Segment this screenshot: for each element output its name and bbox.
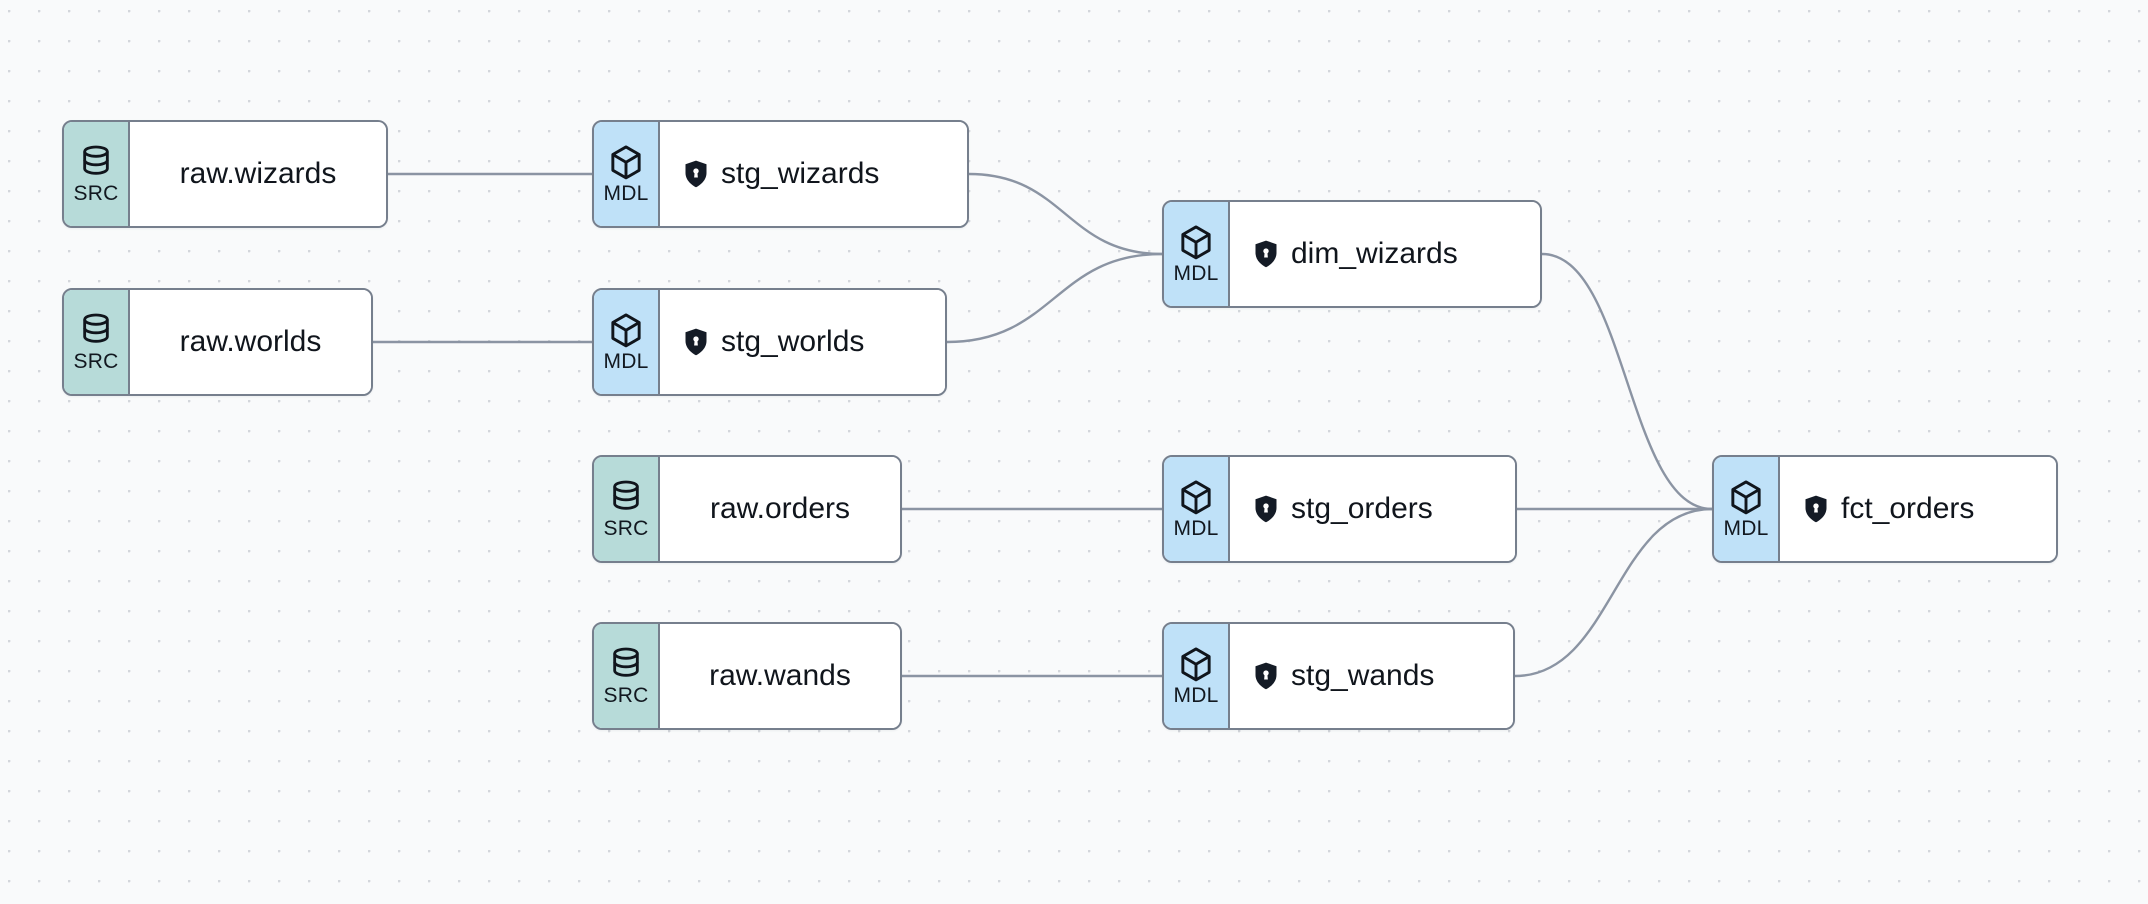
node-label: stg_wizards	[721, 157, 880, 190]
badge-label: MDL	[1723, 517, 1769, 540]
node-raw-wizards[interactable]: SRC raw.wizards	[62, 120, 388, 228]
node-type-badge-mdl: MDL	[1714, 457, 1780, 561]
node-stg-worlds[interactable]: MDL stg_worlds	[592, 288, 947, 396]
cube-icon	[608, 144, 644, 182]
node-label: stg_wands	[1291, 659, 1435, 692]
database-icon	[79, 312, 113, 350]
badge-label: MDL	[1173, 684, 1219, 707]
node-label: raw.wizards	[179, 157, 337, 190]
node-raw-orders[interactable]: SRC raw.orders	[592, 455, 902, 563]
edge-stg-worlds-to-dim-wizards	[945, 252, 1164, 344]
badge-label: MDL	[603, 182, 649, 205]
badge-label: SRC	[603, 517, 649, 540]
node-body: raw.worlds	[130, 290, 371, 394]
edge-stg-wizards-to-dim-wizards	[967, 172, 1164, 256]
node-stg-wands[interactable]: MDL stg_wands	[1162, 622, 1515, 730]
shield-lock-icon	[684, 328, 708, 356]
database-icon	[609, 479, 643, 517]
shield-lock-icon	[1254, 662, 1278, 690]
node-body: raw.wands	[660, 624, 900, 728]
node-label: raw.orders	[709, 492, 851, 525]
node-label: stg_worlds	[721, 325, 865, 358]
node-body: dim_wizards	[1230, 202, 1540, 306]
cube-icon	[1178, 224, 1214, 262]
shield-lock-icon	[1804, 495, 1828, 523]
badge-label: SRC	[73, 350, 119, 373]
node-label: raw.wands	[709, 659, 851, 692]
node-type-badge-mdl: MDL	[1164, 624, 1230, 728]
node-type-badge-mdl: MDL	[1164, 457, 1230, 561]
node-label: dim_wizards	[1291, 237, 1458, 270]
edge-dim-wizards-to-fct-orders	[1540, 252, 1714, 511]
shield-lock-icon	[1254, 240, 1278, 268]
node-raw-worlds[interactable]: SRC raw.worlds	[62, 288, 373, 396]
database-icon	[609, 646, 643, 684]
node-type-badge-mdl: MDL	[594, 122, 660, 226]
badge-label: MDL	[1173, 517, 1219, 540]
node-dim-wizards[interactable]: MDL dim_wizards	[1162, 200, 1542, 308]
badge-label: MDL	[1173, 262, 1219, 285]
node-type-badge-src: SRC	[64, 122, 130, 226]
node-body: stg_wands	[1230, 624, 1513, 728]
badge-label: MDL	[603, 350, 649, 373]
shield-lock-icon	[684, 160, 708, 188]
edge-stg-wands-to-fct-orders	[1513, 507, 1714, 678]
badge-label: SRC	[73, 182, 119, 205]
cube-icon	[608, 312, 644, 350]
node-type-badge-src: SRC	[594, 457, 660, 561]
node-stg-wizards[interactable]: MDL stg_wizards	[592, 120, 969, 228]
node-type-badge-src: SRC	[594, 624, 660, 728]
badge-label: SRC	[603, 684, 649, 707]
node-body: fct_orders	[1780, 457, 2056, 561]
node-body: stg_worlds	[660, 290, 945, 394]
node-body: raw.orders	[660, 457, 900, 561]
node-label: raw.worlds	[179, 325, 322, 358]
node-body: stg_orders	[1230, 457, 1515, 561]
node-stg-orders[interactable]: MDL stg_orders	[1162, 455, 1517, 563]
shield-lock-icon	[1254, 495, 1278, 523]
cube-icon	[1178, 479, 1214, 517]
node-type-badge-mdl: MDL	[594, 290, 660, 394]
node-body: stg_wizards	[660, 122, 967, 226]
node-type-badge-src: SRC	[64, 290, 130, 394]
cube-icon	[1178, 646, 1214, 684]
node-label: stg_orders	[1291, 492, 1433, 525]
database-icon	[79, 144, 113, 182]
node-label: fct_orders	[1841, 492, 1975, 525]
node-type-badge-mdl: MDL	[1164, 202, 1230, 306]
node-fct-orders[interactable]: MDL fct_orders	[1712, 455, 2058, 563]
node-raw-wands[interactable]: SRC raw.wands	[592, 622, 902, 730]
node-body: raw.wizards	[130, 122, 386, 226]
cube-icon	[1728, 479, 1764, 517]
